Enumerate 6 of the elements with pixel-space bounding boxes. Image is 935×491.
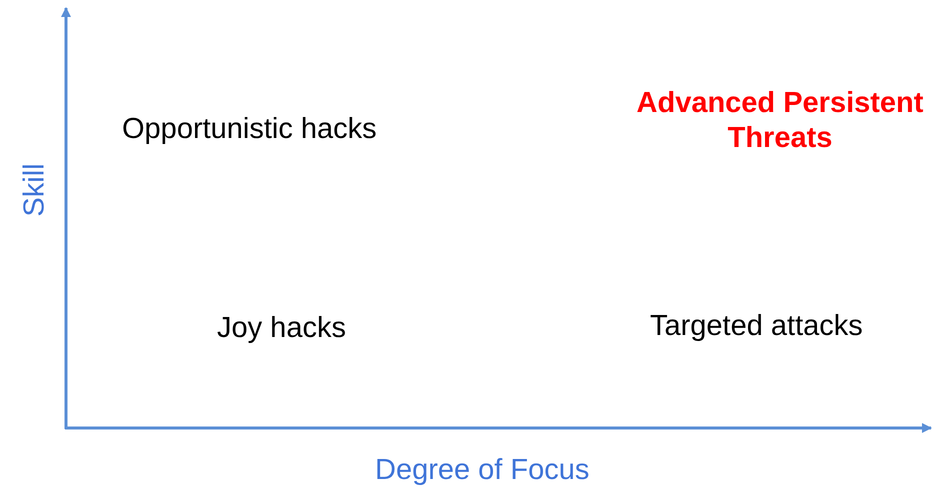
quadrant-label: Opportunistic hacks [122,112,377,147]
axis-title: Degree of Focus [375,453,590,488]
axis-title: Skill [18,163,52,217]
quadrant-heading: Advanced Persistent Threats [636,86,924,156]
quadrant-label: Targeted attacks [650,309,863,344]
quadrant-label: Joy hacks [217,311,346,346]
